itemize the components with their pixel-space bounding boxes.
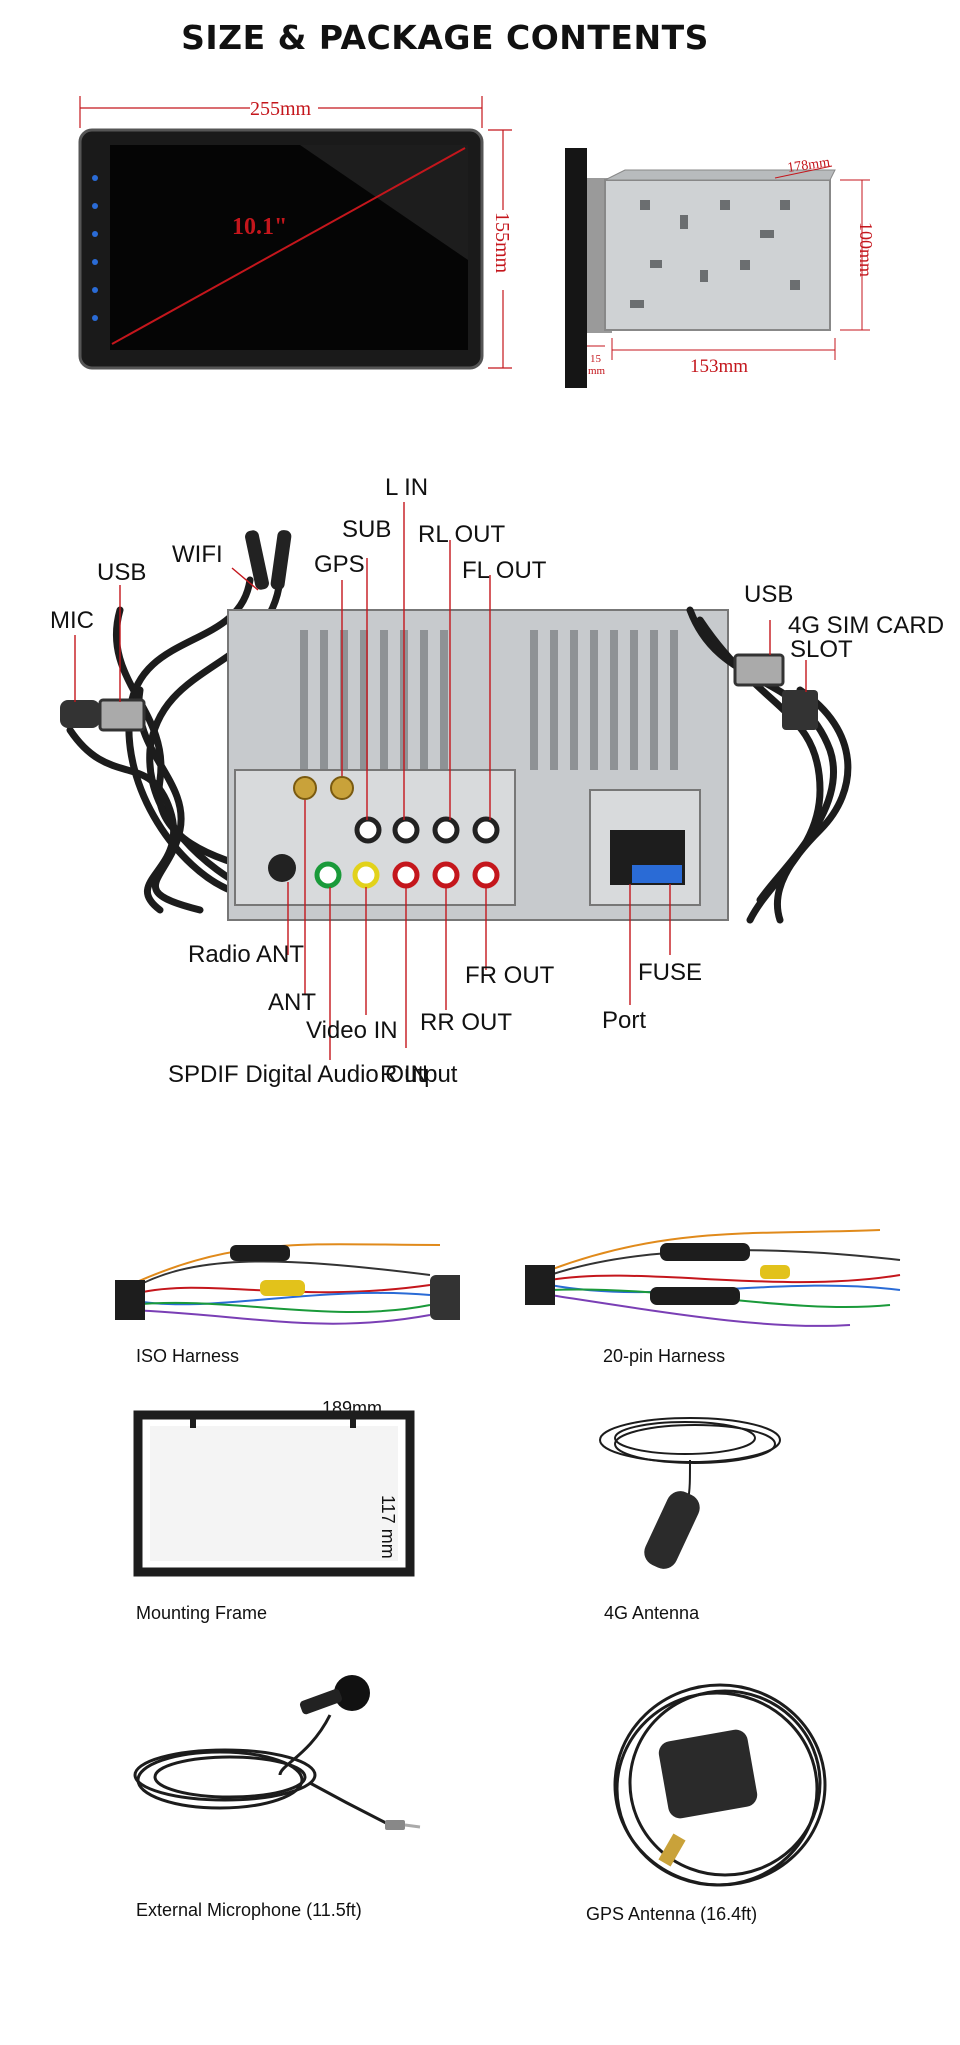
front-view: 10.1" 255mm 155mm — [78, 96, 513, 370]
side-view: 178mm 100mm 153mm 15 mm — [565, 148, 876, 388]
mic-connector — [60, 700, 100, 728]
4g-antenna-image — [599, 1417, 781, 1569]
label-video-in: Video IN — [306, 1017, 398, 1044]
label-fuse: FUSE — [638, 959, 702, 986]
caption-20-pin-harness: 20-pin Harness — [603, 1346, 726, 1366]
unit-rear — [227, 609, 729, 921]
side-front-label-num: 15 — [590, 353, 602, 365]
caption-external-microphone: External Microphone (11.5ft) — [136, 1900, 362, 1920]
screen-size-label: 10.1" — [232, 214, 287, 240]
label-r-in: R IN — [380, 1061, 428, 1088]
front-height-label: 155mm — [491, 212, 513, 274]
front-width-label: 255mm — [250, 98, 312, 120]
label-usb-left: USB — [97, 559, 146, 586]
label-mic: MIC — [50, 607, 94, 634]
iso-harness-image — [115, 1243, 460, 1325]
label-slot: SLOT — [790, 636, 853, 663]
label-radio-ant: Radio ANT — [188, 941, 304, 968]
mounting-frame-image — [133, 1410, 415, 1577]
label-port: Port — [602, 1007, 646, 1034]
label-gps: GPS — [314, 551, 365, 578]
microphone-image — [133, 1675, 421, 1830]
sim-slot-connector — [782, 690, 818, 730]
label-fr-out: FR OUT — [465, 962, 555, 989]
caption-gps-antenna: GPS Antenna (16.4ft) — [586, 1904, 758, 1924]
side-body-label: 153mm — [690, 356, 748, 377]
label-rr-out: RR OUT — [420, 1009, 512, 1036]
label-ant: ANT — [268, 989, 316, 1016]
label-sim-card: 4G SIM CARD — [788, 612, 944, 639]
wifi-antennas — [245, 530, 292, 590]
page-title: SIZE & PACKAGE CONTENTS — [181, 18, 709, 57]
caption-iso-harness: ISO Harness — [136, 1346, 240, 1366]
size-diagram: 10.1" 255mm 155mm 178mm 100mm — [78, 96, 876, 388]
label-wifi: WIFI — [172, 541, 223, 568]
pin-harness-image — [525, 1229, 901, 1327]
usb-left-connector — [98, 698, 146, 732]
caption-4g-antenna: 4G Antenna — [604, 1603, 700, 1623]
side-depth-label: 178mm — [786, 155, 831, 176]
label-fl-out: FL OUT — [462, 557, 547, 584]
leader-lines — [74, 502, 807, 1060]
label-l-in: L IN — [385, 474, 428, 501]
label-rl-out: RL OUT — [418, 521, 505, 548]
label-spdif: SPDIF Digital Audio Output — [168, 1061, 458, 1088]
usb-right-connector — [733, 653, 785, 687]
side-front-label-unit: mm — [588, 365, 606, 377]
label-usb-right: USB — [744, 581, 793, 608]
ports-diagram: L IN SUB RL OUT WIFI GPS FL OUT USB MIC … — [50, 474, 944, 1088]
gps-antenna-image — [613, 1683, 827, 1887]
caption-mounting-frame: Mounting Frame — [136, 1603, 268, 1623]
label-sub: SUB — [342, 516, 391, 543]
side-height-label: 100mm — [856, 222, 876, 277]
frame-height-label: 117 mm — [378, 1495, 398, 1559]
